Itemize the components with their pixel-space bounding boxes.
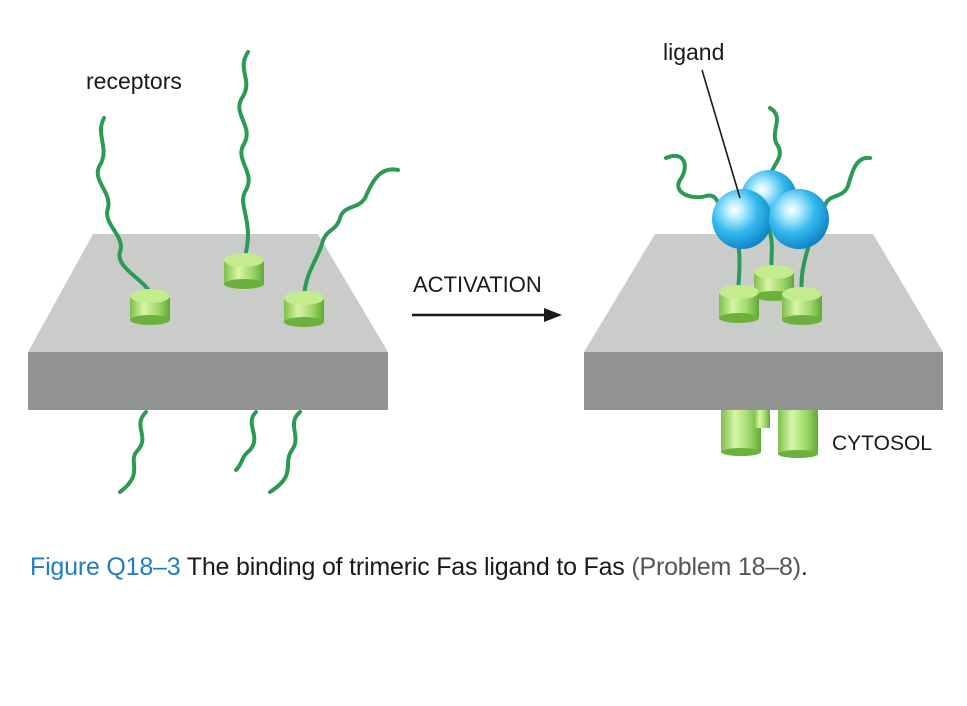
right-membrane-side	[584, 352, 943, 410]
receptor-strand	[237, 50, 251, 262]
caption-end: .	[800, 553, 808, 581]
ligand-sphere	[712, 189, 772, 249]
cytoplasmic-tail	[234, 410, 258, 472]
left-membrane-top	[28, 234, 388, 352]
receptor-cylinder	[782, 287, 822, 325]
cytosol-label: CYTOSOL	[832, 432, 932, 455]
ligand-label: ligand	[663, 39, 724, 65]
right-panel: ligand CYTOSOL	[584, 39, 943, 458]
receptor-cylinder	[224, 253, 264, 289]
arrow-head	[544, 308, 562, 322]
receptor-strand	[302, 167, 400, 298]
ligand-pointer-line	[701, 69, 741, 199]
receptor-cylinder	[719, 285, 759, 323]
receptor-cylinder	[130, 289, 170, 325]
figure-number: Figure Q18–3	[30, 553, 181, 581]
clustered-cytoplasmic-domains	[721, 410, 818, 458]
cytoplasmic-tail	[268, 410, 302, 494]
fas-activation-diagram: receptors ACTIVATION	[28, 39, 943, 494]
caption-text: The binding of trimeric Fas ligand to Fa…	[186, 553, 625, 581]
trimeric-ligand	[712, 170, 829, 249]
figure-caption: Figure Q18–3 The binding of trimeric Fas…	[30, 553, 960, 582]
receptor-strand	[95, 116, 154, 298]
activation-arrow: ACTIVATION	[412, 272, 562, 322]
ligand-sphere	[769, 189, 829, 249]
caption-reference: (Problem 18–8)	[631, 553, 801, 581]
activation-label: ACTIVATION	[413, 272, 542, 297]
left-membrane-side	[28, 352, 388, 410]
receptors-label: receptors	[86, 68, 182, 94]
left-panel: receptors	[28, 50, 400, 494]
cytoplasmic-tail	[118, 410, 148, 494]
receptor-cylinder	[284, 291, 324, 327]
